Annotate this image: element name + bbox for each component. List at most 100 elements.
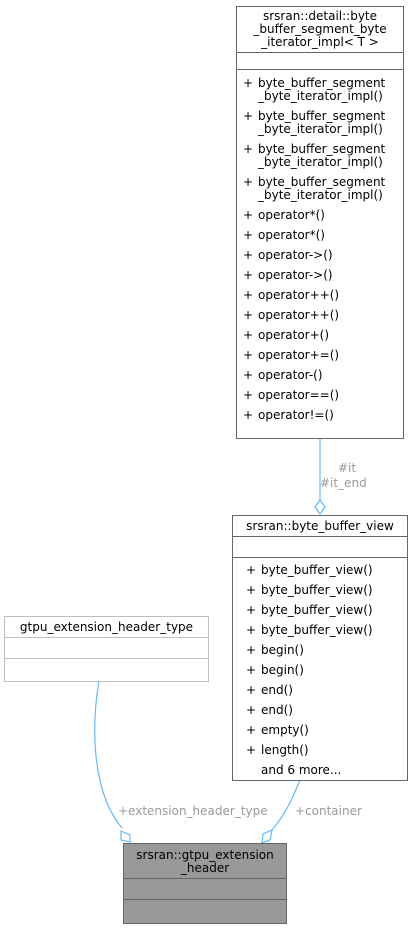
method-name-line: operator++() — [258, 308, 340, 322]
method-name-line: empty() — [261, 723, 309, 737]
method-name-line: operator+() — [258, 328, 330, 342]
method-name-line: end() — [261, 683, 293, 697]
view-class-title-line: srsran::byte_buffer_view — [246, 519, 394, 533]
visibility-marker: + — [243, 208, 254, 222]
method-name-line: operator==() — [258, 388, 340, 402]
visibility-marker: + — [243, 248, 254, 262]
ext-type-class-box[interactable]: gtpu_extension_header_type — [4, 616, 209, 682]
edge-label-container: +container — [295, 804, 362, 818]
method-name-line: _byte_iterator_impl() — [258, 155, 383, 169]
method-name: begin() — [261, 664, 304, 677]
more-members-link[interactable]: and 6 more... — [261, 763, 342, 777]
visibility-marker: + — [246, 623, 257, 637]
visibility-marker: + — [243, 288, 254, 302]
iterator-class-title: srsran::detail::byte_buffer_segment_byte… — [237, 7, 403, 52]
visibility-marker: + — [243, 388, 254, 402]
view-class-methods: + byte_buffer_view() + byte_buffer_view() + b… — [233, 557, 407, 780]
method-name: byte_buffer_view() — [261, 584, 373, 597]
iterator-class-title-line: _buffer_segment_byte — [253, 22, 387, 36]
iterator-class-attributes — [237, 52, 403, 69]
method-name-line: byte_buffer_view() — [261, 603, 373, 617]
method-name: operator==() — [258, 389, 339, 402]
method-item[interactable]: +byte_buffer_view() — [246, 604, 403, 617]
method-name-line: operator-() — [258, 368, 323, 382]
method-item[interactable]: +byte_buffer_segment_byte_iterator_impl(… — [243, 110, 399, 136]
method-item[interactable]: + end() — [246, 704, 403, 717]
visibility-marker: + — [246, 703, 257, 717]
method-name-line: _byte_iterator_impl() — [258, 122, 383, 136]
method-item[interactable]: + operator==() — [243, 389, 399, 402]
method-item[interactable]: +byte_buffer_segment_byte_iterator_impl(… — [243, 143, 399, 169]
ext-type-class-title-line: gtpu_extension_header_type — [19, 620, 194, 634]
method-item[interactable]: + operator++() — [243, 309, 399, 322]
method-name-line: _byte_iterator_impl() — [258, 188, 383, 202]
method-item[interactable]: +operator->() — [243, 269, 399, 282]
method-item[interactable]: +begin() — [246, 664, 403, 677]
method-name-line: end() — [261, 703, 293, 717]
method-item[interactable]: +end() — [246, 684, 403, 697]
ext-type-class-title: gtpu_extension_header_type — [5, 617, 208, 637]
iterator-class-title-line: _iterator_impl< T > — [261, 35, 379, 49]
focus-class-box[interactable]: srsran::gtpu_extension_header — [123, 843, 287, 924]
edge-label-it: #it — [338, 461, 357, 475]
method-name: byte_buffer_segment_byte_iterator_impl() — [258, 110, 385, 136]
visibility-marker: + — [243, 328, 254, 342]
view-class-attributes — [233, 536, 407, 557]
iterator-class-box[interactable]: srsran::detail::byte_buffer_segment_byte… — [236, 6, 404, 439]
method-name-line: length() — [261, 743, 309, 757]
method-name: operator*() — [258, 229, 325, 242]
method-item[interactable]: +operator!=() — [243, 409, 399, 422]
method-item[interactable]: + operator++() — [243, 289, 399, 302]
method-name-line: byte_buffer_segment — [258, 109, 386, 123]
visibility-marker: + — [246, 743, 257, 757]
method-item[interactable]: + byte_buffer_view() — [246, 564, 403, 577]
iterator-class-title-line: srsran::detail::byte — [262, 9, 378, 23]
method-item[interactable]: + byte_buffer_segment_byte_iterator_impl(… — [243, 176, 399, 202]
method-name: begin() — [261, 644, 304, 657]
method-name: byte_buffer_view() — [261, 564, 373, 577]
method-name-line: operator*() — [258, 228, 325, 242]
method-name-line: byte_buffer_segment — [258, 175, 386, 189]
method-item[interactable]: + operator+=() — [243, 349, 399, 362]
method-item[interactable]: +byte_buffer_view() — [246, 584, 403, 597]
ext-type-class-attributes — [5, 637, 208, 658]
method-name-line: operator++() — [258, 288, 340, 302]
method-name: operator-() — [258, 369, 323, 382]
method-item[interactable]: + length() — [246, 744, 403, 757]
method-item[interactable]: +byte_buffer_segment_byte_iterator_impl(… — [243, 77, 399, 103]
method-item[interactable]: + begin() — [246, 644, 403, 657]
method-name-line: operator!=() — [258, 408, 334, 422]
method-item[interactable]: + byte_buffer_view() — [246, 624, 403, 637]
method-name: operator+=() — [258, 349, 339, 362]
visibility-marker: + — [243, 348, 254, 362]
method-name: operator+() — [258, 329, 329, 342]
method-name: byte_buffer_segment_byte_iterator_impl() — [258, 143, 385, 169]
visibility-marker: + — [243, 368, 254, 382]
visibility-marker: + — [243, 308, 254, 322]
view-class-box[interactable]: srsran::byte_buffer_view +byte_buffer_vi… — [232, 515, 408, 781]
method-item[interactable]: + operator->() — [243, 249, 399, 262]
visibility-marker: + — [243, 175, 254, 189]
visibility-marker: + — [246, 563, 257, 577]
method-name-line: _byte_iterator_impl() — [258, 89, 383, 103]
visibility-marker: + — [246, 643, 257, 657]
method-item[interactable]: + operator*() — [243, 229, 399, 242]
focus-class-title-line: srsran::gtpu_extension — [136, 848, 274, 862]
method-item[interactable]: + operator+() — [243, 329, 399, 342]
method-name: operator->() — [258, 269, 333, 282]
method-item[interactable]: +operator*() — [243, 209, 399, 222]
focus-class-title: srsran::gtpu_extension_header — [124, 844, 286, 878]
method-name-line: byte_buffer_segment — [258, 142, 386, 156]
method-item[interactable]: +empty() — [246, 724, 403, 737]
method-name-line: byte_buffer_view() — [261, 623, 373, 637]
focus-class-title-line: _header — [180, 861, 230, 875]
edge-label-it-end: #it_end — [320, 476, 367, 490]
aggregation-diamond-ext-type — [120, 830, 131, 843]
method-name: byte_buffer_view() — [261, 624, 373, 637]
method-name-line: operator->() — [258, 268, 333, 282]
visibility-marker: + — [243, 228, 254, 242]
ext-type-class-methods — [5, 658, 208, 679]
method-item[interactable]: + operator-() — [243, 369, 399, 382]
focus-class-attributes — [124, 878, 286, 899]
method-name-line: operator->() — [258, 248, 333, 262]
